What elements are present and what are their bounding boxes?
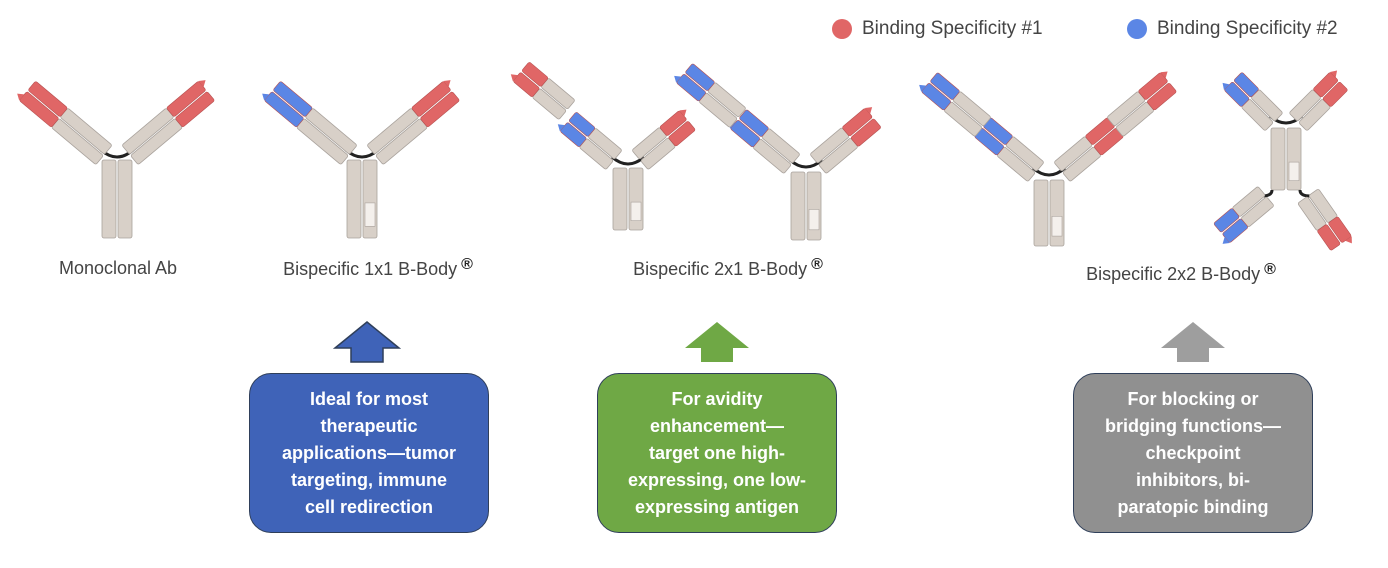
antibody-arm-outer-blue	[919, 72, 991, 137]
box-line: target one high-	[648, 442, 785, 463]
box-line: targeting, immune	[290, 469, 447, 490]
box-line: inhibitors, bi-	[1135, 469, 1250, 490]
box-line: bridging functions—	[1105, 415, 1281, 436]
antibody-arm-bottom-blue	[1213, 186, 1274, 244]
antibody-arm-right-red	[810, 107, 881, 174]
antibody-arm-inner-blue	[557, 112, 622, 170]
box-line: For avidity	[671, 388, 763, 409]
label-text: Bispecific 1x1 B-Body	[283, 259, 458, 279]
antibody-arm-left	[17, 81, 112, 165]
up-arrow-green-icon	[685, 322, 749, 362]
up-arrow-blue-icon	[333, 321, 401, 363]
antibody-arm-inner-red	[1054, 116, 1124, 182]
antibody-arm-inner-blue	[728, 109, 800, 174]
antibody-arm-red	[367, 80, 460, 165]
antibody-arm-outer-red	[510, 62, 575, 120]
legend-red-dot	[832, 19, 852, 39]
antibody-stem	[346, 159, 378, 239]
box-line: For blocking or	[1127, 388, 1259, 409]
antibody-arm-outer-red	[1107, 71, 1177, 137]
label-bispecific-2x2: Bispecific 2x2 B-Body®	[1086, 261, 1276, 285]
box-line: therapeutic	[320, 415, 418, 436]
info-box-2x1: For avidity enhancement— target one high…	[597, 373, 837, 533]
up-arrow-gray-icon	[1161, 322, 1225, 362]
box-line: enhancement—	[649, 415, 785, 436]
antibody-stem	[612, 167, 644, 231]
antibody-stem	[101, 159, 133, 239]
box-line: expressing, one low-	[627, 469, 807, 490]
antibody-arm-inner-blue	[972, 117, 1044, 182]
antibody-bispecific-2x1-a	[510, 62, 696, 231]
antibody-arm-right-red	[632, 109, 696, 170]
box-line: cell redirection	[304, 496, 434, 517]
registered-mark: ®	[1264, 261, 1276, 278]
label-bispecific-1x1: Bispecific 1x1 B-Body®	[283, 256, 473, 280]
box-line: applications—tumor	[281, 442, 456, 463]
legend-item-specificity-1: Binding Specificity #1	[832, 17, 1043, 41]
registered-mark: ®	[811, 256, 823, 273]
box-line: paratopic binding	[1117, 496, 1269, 517]
box-line: expressing antigen	[634, 496, 800, 517]
antibody-arm-bottom-red	[1297, 189, 1352, 251]
box-line: Ideal for most	[309, 388, 428, 409]
antibody-arm-right	[122, 80, 215, 165]
antibody-arm-blue	[262, 81, 357, 165]
legend-blue-dot	[1127, 19, 1147, 39]
legend-label-specificity-2: Binding Specificity #2	[1157, 18, 1338, 39]
info-box-1x1: Ideal for most therapeutic applications—…	[249, 373, 489, 533]
antibody-bispecific-2x2-b	[1213, 70, 1352, 251]
info-box-2x2: For blocking or bridging functions— chec…	[1073, 373, 1313, 533]
label-text: Bispecific 2x1 B-Body	[633, 259, 808, 279]
antibody-bispecific-1x1	[262, 80, 460, 239]
legend-item-specificity-2: Binding Specificity #2	[1127, 17, 1338, 41]
antibody-arm-outer-blue	[674, 63, 746, 128]
label-bispecific-2x1: Bispecific 2x1 B-Body®	[633, 256, 823, 280]
antibody-bispecific-2x1-b	[674, 63, 881, 241]
legend-label-specificity-1: Binding Specificity #1	[862, 18, 1043, 39]
antibody-arm-top-red	[1289, 70, 1348, 131]
antibody-stem	[1033, 179, 1065, 247]
registered-mark: ®	[461, 256, 473, 273]
antibody-stem	[1270, 127, 1302, 191]
antibody-arm-top-blue	[1222, 72, 1283, 131]
antibody-stem	[790, 171, 822, 241]
label-text: Monoclonal Ab	[58, 258, 178, 278]
antibody-monoclonal	[17, 80, 215, 239]
box-line: checkpoint	[1145, 442, 1241, 463]
label-monoclonal-ab: Monoclonal Ab	[59, 258, 177, 279]
antibody-bispecific-2x2-a	[919, 71, 1177, 247]
label-text: Bispecific 2x2 B-Body	[1086, 264, 1261, 284]
